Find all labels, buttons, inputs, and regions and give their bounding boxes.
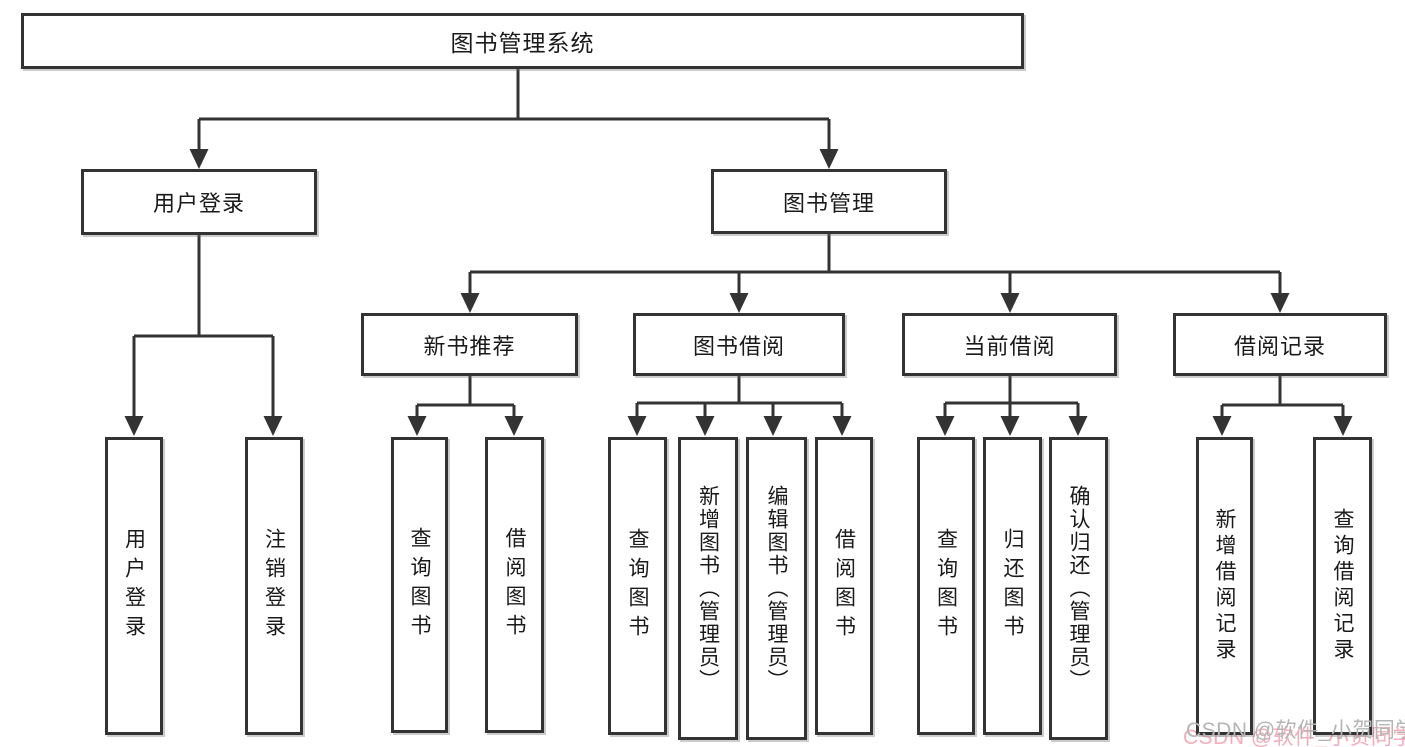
node-book-management: 图书管理 [711, 169, 947, 234]
leaf-edit-books-admin: 编辑图书（管理员） [746, 437, 807, 740]
watermark: CSDN @软件_小贺同学 [1186, 719, 1405, 742]
leaf-logout: 注销登录 [245, 437, 303, 735]
leaf-borrow-books-1: 借阅图书 [485, 437, 544, 733]
node-borrowing-records: 借阅记录 [1173, 313, 1387, 376]
leaf-confirm-return-admin: 确认归还（管理员） [1049, 437, 1108, 740]
node-new-book-recommendation: 新书推荐 [361, 313, 578, 376]
node-current-borrowing: 当前借阅 [902, 313, 1117, 376]
leaf-add-borrow-record: 新增借阅记录 [1196, 437, 1253, 735]
leaf-borrow-books-2: 借阅图书 [815, 437, 873, 735]
leaf-user-login: 用户登录 [105, 437, 163, 735]
leaf-query-books-1: 查询图书 [391, 437, 448, 733]
leaf-return-books: 归还图书 [983, 437, 1042, 735]
node-user-login: 用户登录 [81, 169, 317, 235]
leaf-query-books-3: 查询图书 [917, 437, 975, 735]
node-library-management-system: 图书管理系统 [21, 13, 1024, 69]
leaf-query-books-2: 查询图书 [608, 437, 667, 735]
leaf-add-books-admin: 新增图书（管理员） [678, 437, 738, 740]
leaf-query-borrow-record: 查询借阅记录 [1313, 437, 1372, 735]
node-book-borrowing: 图书借阅 [633, 313, 845, 376]
